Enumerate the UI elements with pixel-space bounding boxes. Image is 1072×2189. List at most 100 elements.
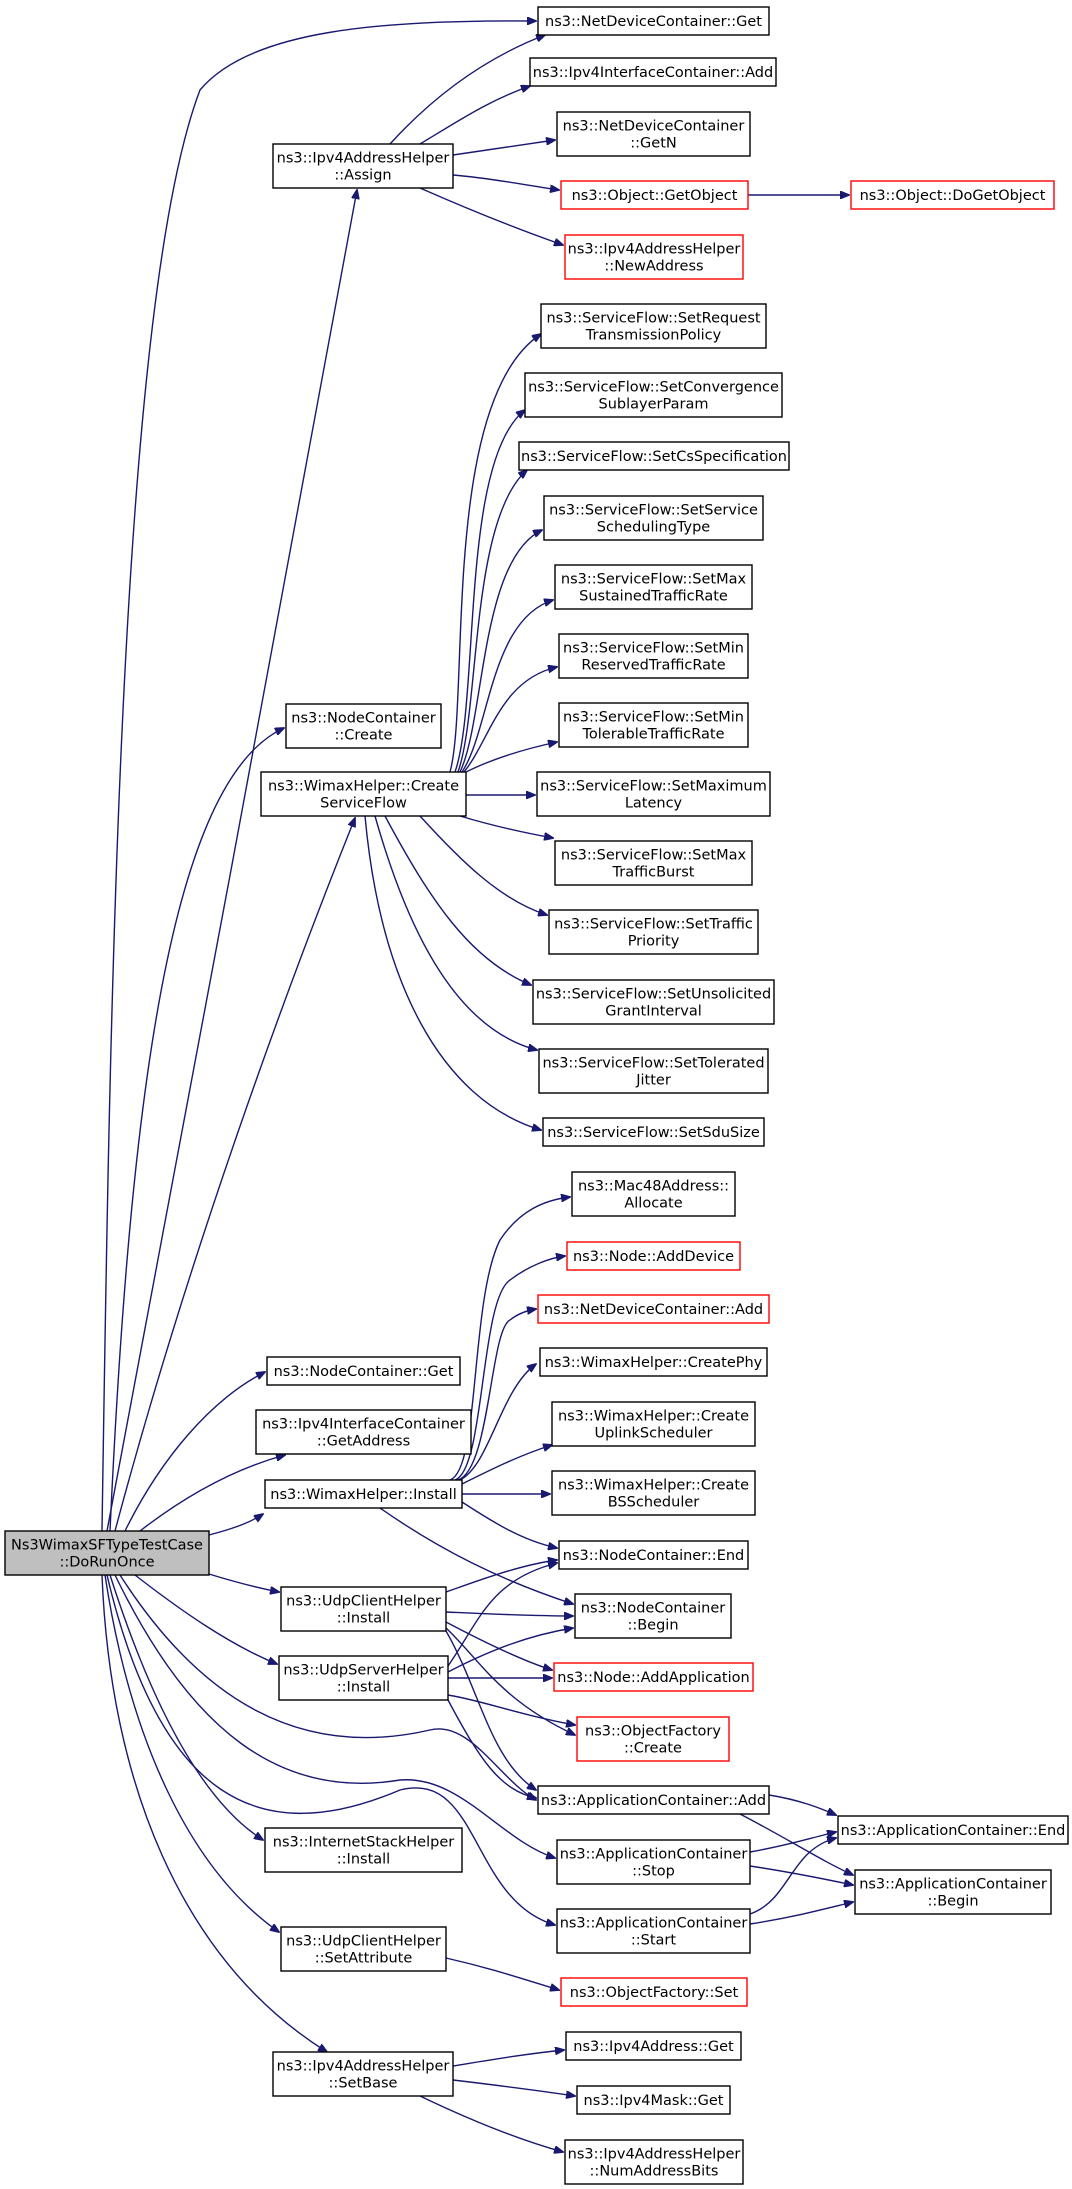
node-obj-dogetobject[interactable]: ns3::Object::DoGetObject — [850, 180, 1055, 210]
node-box — [556, 1908, 751, 1954]
node-sf-setmintolerable[interactable]: ns3::ServiceFlow::SetMinTolerableTraffic… — [558, 702, 749, 748]
node-ipv4ah-numbits[interactable]: ns3::Ipv4AddressHelper::NumAddressBits — [564, 2139, 744, 2185]
node-box — [551, 1401, 756, 1447]
node-ush-install[interactable]: ns3::UdpServerHelper::Install — [278, 1655, 449, 1701]
node-label: ns3::WimaxHelper::Install — [270, 1487, 456, 1503]
node-box — [564, 234, 744, 280]
node-sf-setmaxsustained[interactable]: ns3::ServiceFlow::SetMaxSustainedTraffic… — [554, 564, 753, 610]
node-label: ::SetAttribute — [315, 1951, 413, 1967]
node-node-adddevice[interactable]: ns3::Node::AddDevice — [566, 1241, 741, 1271]
node-box — [264, 1827, 463, 1873]
node-wh-install[interactable]: ns3::WimaxHelper::Install — [264, 1479, 463, 1509]
node-ndc-add[interactable]: ns3::NetDeviceContainer::Add — [537, 1294, 770, 1324]
edge-ush_install-to-nc_end — [447, 1563, 557, 1667]
node-label: Priority — [628, 934, 680, 950]
node-ipv4ic-getaddress[interactable]: ns3::Ipv4InterfaceContainer::GetAddress — [255, 1409, 472, 1455]
node-box — [537, 6, 770, 36]
node-label: Allocate — [624, 1196, 682, 1212]
node-box — [565, 2031, 742, 2061]
node-sf-setunsolicited[interactable]: ns3::ServiceFlow::SetUnsolicitedGrantInt… — [532, 979, 775, 1025]
node-label: ns3::ServiceFlow::SetSduSize — [547, 1125, 760, 1141]
node-ipv4m-get[interactable]: ns3::Ipv4Mask::Get — [576, 2085, 731, 2115]
node-ac-stop[interactable]: ns3::ApplicationContainer::Stop — [556, 1839, 751, 1885]
node-wh-createphy[interactable]: ns3::WimaxHelper::CreatePhy — [539, 1347, 768, 1377]
node-nc-begin[interactable]: ns3::NodeContainer::Begin — [574, 1593, 732, 1639]
node-label: ns3::NodeContainer — [291, 711, 435, 727]
edge-wh_install-to-wh_createuplink — [461, 1445, 552, 1485]
node-sf-setrequest[interactable]: ns3::ServiceFlow::SetRequestTransmission… — [540, 303, 767, 349]
node-label: ::SetBase — [329, 2076, 398, 2092]
node-label: ::NumAddressBits — [590, 2164, 719, 2180]
node-ndc-getn[interactable]: ns3::NetDeviceContainer::GetN — [556, 111, 751, 157]
node-label: SustainedTrafficRate — [579, 589, 728, 605]
node-ipv4ah-newaddress[interactable]: ns3::Ipv4AddressHelper::NewAddress — [564, 234, 744, 280]
node-label: ns3::WimaxHelper::Create — [558, 1409, 749, 1425]
node-sf-setminreserved[interactable]: ns3::ServiceFlow::SetMinReservedTrafficR… — [558, 633, 749, 679]
node-node-addapp[interactable]: ns3::Node::AddApplication — [553, 1662, 754, 1692]
node-ndc-get[interactable]: ns3::NetDeviceContainer::Get — [537, 6, 770, 36]
node-label: ::Install — [337, 1611, 390, 1627]
node-ish-install[interactable]: ns3::InternetStackHelper::Install — [264, 1827, 463, 1873]
node-nc-end[interactable]: ns3::NodeContainer::End — [558, 1540, 749, 1570]
node-box — [554, 840, 753, 886]
edge-wh_createsf-to-sf_settraffic — [419, 815, 547, 915]
node-label: ns3::NetDeviceContainer::Get — [545, 14, 762, 30]
edge-ush_install-to-ac_add — [447, 1699, 536, 1798]
node-sf-setservice[interactable]: ns3::ServiceFlow::SetServiceSchedulingTy… — [543, 495, 764, 541]
node-label: ns3::Object::GetObject — [572, 188, 738, 204]
node-box — [537, 1294, 770, 1324]
function-nodes: Ns3WimaxSFTypeTestCase::DoRunOnce ns3::Ne… — [4, 6, 1069, 2185]
node-of-create[interactable]: ns3::ObjectFactory::Create — [576, 1716, 730, 1762]
node-box — [272, 143, 454, 189]
node-mac48-allocate[interactable]: ns3::Mac48Address::Allocate — [571, 1171, 736, 1217]
node-label: ::Create — [335, 728, 393, 744]
node-uch-setattr[interactable]: ns3::UdpClientHelper::SetAttribute — [280, 1926, 447, 1972]
node-label: SublayerParam — [599, 397, 709, 413]
node-nc-get[interactable]: ns3::NodeContainer::Get — [266, 1356, 461, 1386]
node-label: ns3::ServiceFlow::SetMin — [563, 641, 744, 657]
node-root[interactable]: Ns3WimaxSFTypeTestCase::DoRunOnce — [4, 1530, 210, 1576]
node-sf-setsdusize[interactable]: ns3::ServiceFlow::SetSduSize — [542, 1117, 765, 1147]
edge-uch_install-to-of_create — [445, 1627, 575, 1735]
node-label: ::Create — [624, 1741, 682, 1757]
node-sf-setcsspec[interactable]: ns3::ServiceFlow::SetCsSpecification — [518, 441, 790, 471]
node-ac-add[interactable]: ns3::ApplicationContainer::Add — [537, 1785, 770, 1815]
edge-ipv4ah_setbase-to-ipv4a_get — [452, 2050, 564, 2067]
node-label: ns3::Object::DoGetObject — [860, 188, 1046, 204]
node-box — [837, 1815, 1069, 1845]
edge-root-to-ac_add — [119, 1574, 536, 1800]
node-label: ns3::ObjectFactory — [585, 1724, 721, 1740]
node-obj-getobject[interactable]: ns3::Object::GetObject — [560, 180, 749, 210]
node-box — [537, 1785, 770, 1815]
node-label: SchedulingType — [597, 520, 711, 536]
node-box — [285, 703, 442, 749]
node-label: ns3::InternetStackHelper — [273, 1835, 454, 1851]
node-uch-install[interactable]: ns3::UdpClientHelper::Install — [280, 1586, 447, 1632]
node-ipv4ic-add[interactable]: ns3::Ipv4InterfaceContainer::Add — [529, 57, 777, 87]
node-box — [532, 979, 775, 1025]
node-label: ns3::ApplicationContainer — [859, 1877, 1047, 1893]
node-ac-end[interactable]: ns3::ApplicationContainer::End — [837, 1815, 1069, 1845]
node-box — [264, 1479, 463, 1509]
node-ipv4ah-setbase[interactable]: ns3::Ipv4AddressHelper::SetBase — [272, 2051, 454, 2097]
node-of-set[interactable]: ns3::ObjectFactory::Set — [560, 1977, 748, 2007]
node-nc-create[interactable]: ns3::NodeContainer::Create — [285, 703, 442, 749]
node-ac-begin[interactable]: ns3::ApplicationContainer::Begin — [854, 1869, 1052, 1915]
node-sf-setconvergence[interactable]: ns3::ServiceFlow::SetConvergenceSublayer… — [524, 372, 783, 418]
node-box — [560, 1977, 748, 2007]
edge-ipv4ah_assign-to-ipv4ic_add — [419, 86, 530, 145]
node-ipv4ah-assign[interactable]: ns3::Ipv4AddressHelper::Assign — [272, 143, 454, 189]
node-ipv4a-get[interactable]: ns3::Ipv4Address::Get — [565, 2031, 742, 2061]
node-box — [278, 1655, 449, 1701]
node-box — [558, 633, 749, 679]
node-label: ::GetAddress — [317, 1434, 410, 1450]
node-label: ns3::ServiceFlow::SetMax — [561, 848, 747, 864]
node-ac-start[interactable]: ns3::ApplicationContainer::Start — [556, 1908, 751, 1954]
